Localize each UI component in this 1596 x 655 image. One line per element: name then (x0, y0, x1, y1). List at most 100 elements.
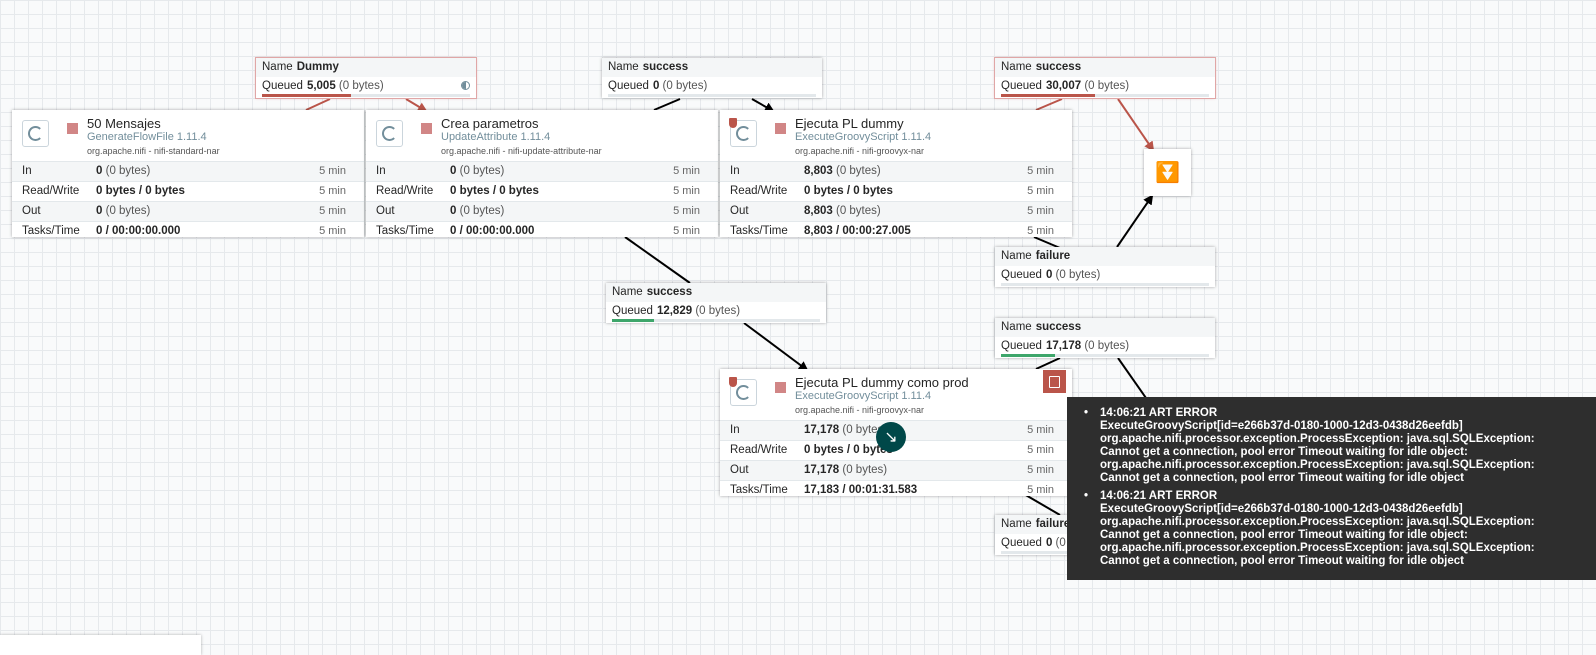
queued-count: 0 (652, 80, 660, 92)
processor-name: 50 Mensajes (87, 116, 161, 131)
processor-icon (22, 120, 49, 147)
stat-window: 5 min (1027, 444, 1054, 456)
queued-count: 0 (1045, 537, 1053, 549)
queued-size: (0 bytes) (1084, 340, 1130, 352)
stat-label: Tasks/Time (730, 484, 788, 496)
stat-window: 5 min (319, 225, 346, 237)
queued-label: Queued (1001, 269, 1042, 281)
funnel[interactable]: ⏬ (1144, 149, 1191, 196)
restricted-icon (729, 118, 737, 128)
connection-name: success (646, 286, 693, 298)
queued-label: Queued (1001, 80, 1042, 92)
stat-label: Out (376, 205, 395, 217)
stopped-icon (421, 123, 432, 134)
stat-value: 17,178 (0 bytes) (804, 421, 887, 439)
stat-size: (0 bytes) (459, 205, 505, 217)
stat-size: (0 bytes) (459, 165, 505, 177)
stat-value: 17,183 / 00:01:31.583 (804, 484, 918, 496)
stat-size: (0 bytes) (842, 424, 888, 436)
queued-label: Queued (1001, 340, 1042, 352)
bulletin-message-line: Cannot get a connection, pool error Time… (1100, 555, 1464, 567)
stat-count: 0 (96, 165, 103, 177)
processor-icon (730, 120, 757, 147)
stat-window: 5 min (673, 165, 700, 177)
stat-count: 0 (96, 205, 103, 217)
queued-size: (0 bytes) (1084, 80, 1130, 92)
queue-progress-fill (612, 319, 654, 322)
edge-success3-out (743, 322, 809, 372)
stat-value: 0 (0 bytes) (96, 202, 150, 220)
stat-label: Read/Write (376, 185, 434, 197)
stat-value: 0 bytes / 0 bytes (450, 185, 539, 197)
stopped-icon (67, 123, 78, 134)
bulletin-tooltip: 14:06:21 ART ERRORExecuteGroovyScript[id… (1067, 397, 1596, 580)
queue-progress-bar (1001, 94, 1209, 97)
stat-window: 5 min (673, 225, 700, 237)
refresh-icon (736, 126, 751, 141)
processor-type: ExecuteGroovyScript 1.11.4 (795, 131, 932, 143)
bulletin-header: 14:06:21 ART ERROR (1100, 407, 1588, 420)
bulletin-source: ExecuteGroovyScript[id=e266b37d-0180-100… (1100, 503, 1463, 515)
stopped-icon (775, 382, 786, 393)
queued-label: Queued (1001, 537, 1042, 549)
bulletin-message-line: org.apache.nifi.processor.exception.Proc… (1100, 542, 1535, 554)
bulletin-entry: 14:06:21 ART ERRORExecuteGroovyScript[id… (1075, 490, 1588, 568)
stat-label: Tasks/Time (376, 225, 434, 237)
stat-label: Tasks/Time (22, 225, 80, 237)
name-label: Name (262, 61, 293, 73)
edge-success3-in (624, 236, 691, 284)
bulletin-header: 14:06:21 ART ERROR (1100, 490, 1588, 503)
processor-name: Crea parametros (441, 116, 539, 131)
queue-progress-bar (1001, 283, 1209, 286)
stat-window: 5 min (1027, 165, 1054, 177)
stat-window: 5 min (1027, 484, 1054, 496)
stat-value: 0 bytes / 0 bytes (804, 185, 893, 197)
stat-value: 8,803 (0 bytes) (804, 202, 881, 220)
birdseye-panel[interactable] (0, 635, 201, 655)
queued-count: 12,829 (656, 305, 693, 317)
bulletin-timestamp: 14:06:21 ART (1100, 407, 1173, 419)
restricted-icon (729, 377, 737, 387)
stat-value: 8,803 (0 bytes) (804, 162, 881, 180)
refresh-icon (28, 126, 43, 141)
connection-name: success (642, 61, 689, 73)
stat-value: 0 (0 bytes) (450, 202, 504, 220)
bulletin-message-line: org.apache.nifi.processor.exception.Proc… (1100, 516, 1535, 528)
queued-size: (0 bytes) (662, 80, 708, 92)
queue-progress-bar (608, 94, 816, 97)
funnel-icon: ⏬ (1155, 161, 1180, 184)
stat-value: 17,178 (0 bytes) (804, 461, 887, 479)
processor-bundle: org.apache.nifi - nifi-groovyx-nar (795, 146, 925, 156)
bulletin-indicator[interactable] (1043, 370, 1066, 393)
stat-label: Out (730, 464, 749, 476)
stat-size: (0 bytes) (835, 205, 881, 217)
queue-progress-bar (1001, 354, 1209, 357)
bulletin-source: ExecuteGroovyScript[id=e266b37d-0180-100… (1100, 420, 1463, 432)
queued-size: (0 bytes) (338, 80, 384, 92)
edge-success2-in (1035, 98, 1063, 111)
load-balance-icon (461, 81, 470, 90)
stat-label: Read/Write (22, 185, 80, 197)
processor-icon (376, 120, 403, 147)
stat-size: (0 bytes) (835, 165, 881, 177)
queued-count: 30,007 (1045, 80, 1082, 92)
